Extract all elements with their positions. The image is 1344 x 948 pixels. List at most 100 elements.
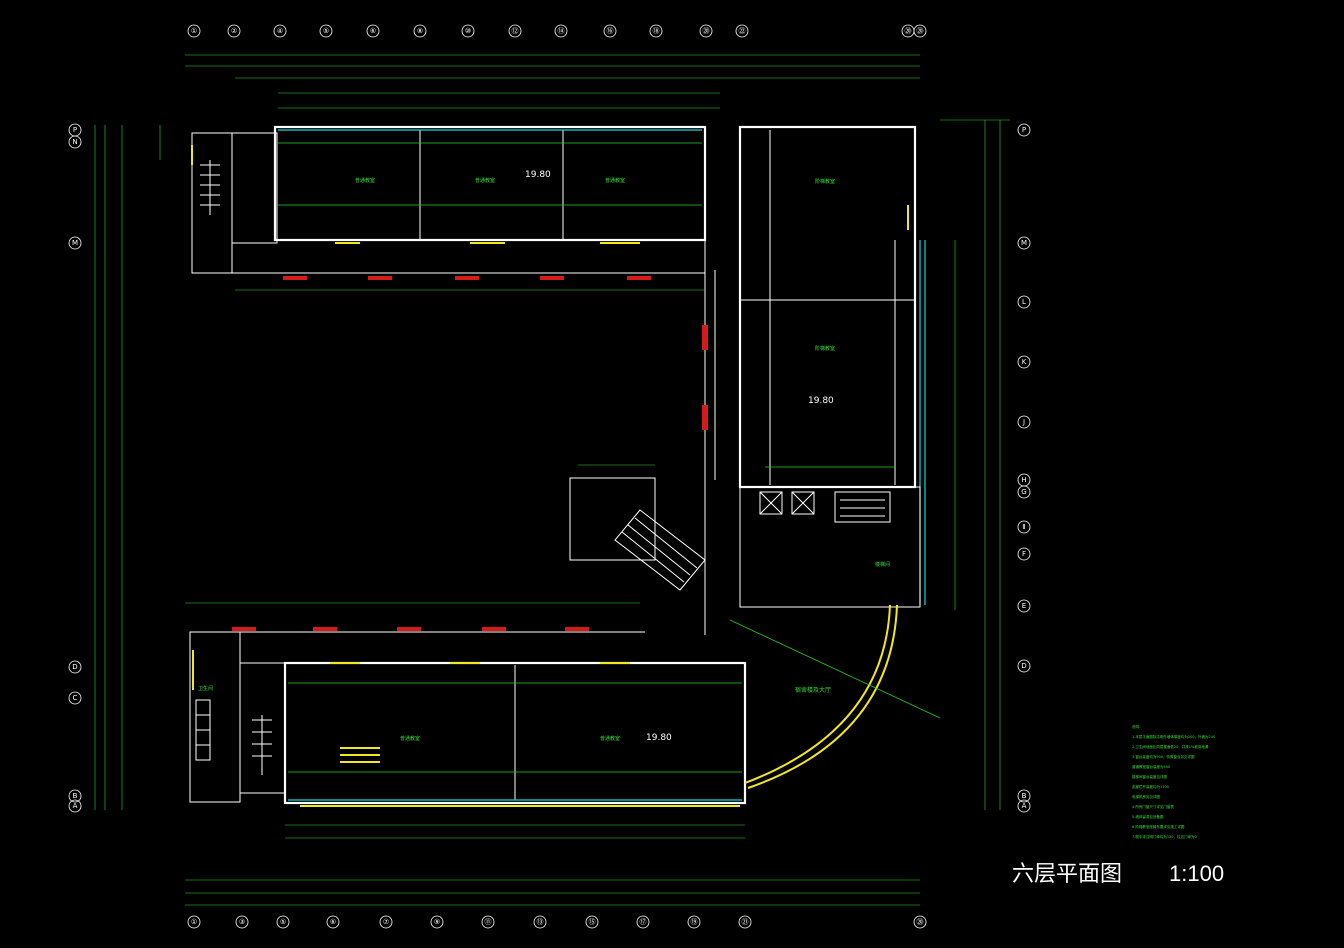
top-grid-bubble: ①: [187, 24, 201, 38]
north-corridor-equipment: [235, 276, 705, 291]
south-wing: 卫生间 普通教室 普通教室 19.80: [189, 631, 747, 807]
top-grid-bubble: ⑤: [319, 24, 333, 38]
note-line: 2.卫生间地面比同层楼面低20，并按1%坡向地漏: [1132, 745, 1209, 749]
bottom-grid-label: ⑪: [485, 918, 492, 926]
south-corridor: [185, 602, 645, 633]
note-line: 说明：: [1132, 725, 1143, 729]
south-stair: [252, 715, 272, 775]
left-grid-label: B: [73, 792, 78, 800]
top-grid-label: ⑯: [607, 27, 614, 35]
service-core: 楼梯间: [739, 486, 921, 608]
lobby-curve: 宿舍楼及大厅: [729, 604, 941, 789]
north-wing: 普通教室 普通教室 普通教室 19.80: [191, 125, 707, 274]
left-grid-label: N: [72, 138, 77, 146]
top-grid-label: ⑳: [703, 27, 710, 35]
bottom-grid-label: ㉑: [742, 918, 749, 926]
bottom-dimension-lines: [185, 824, 920, 906]
left-grid-bubble: C: [68, 691, 82, 705]
right-grid-label: F: [1022, 550, 1026, 558]
left-grid-bubble: P: [68, 123, 82, 137]
level-east: 19.80: [808, 396, 834, 406]
left-grid-label: C: [73, 694, 78, 702]
bottom-grid-bubble: ⑦: [379, 915, 393, 929]
top-grid-label: ①: [191, 27, 197, 35]
left-grid-label: D: [72, 663, 77, 671]
bottom-grid-bubble: ⑲: [687, 915, 701, 929]
top-grid-bubble: ⑱: [649, 24, 663, 38]
right-grid-label: D: [1021, 662, 1026, 670]
bottom-grid-bubble: ⑥: [326, 915, 340, 929]
right-grid-label: E: [1022, 602, 1026, 610]
note-line: 5.墙体留洞见设备图: [1132, 815, 1164, 819]
right-grid-bubble: F: [1017, 547, 1031, 561]
note-line: 普通教室窗台高度为900: [1132, 765, 1171, 769]
bottom-grid-bubble: ③: [235, 915, 249, 929]
note-line: 1.本层平面图除注明外墙体厚度均为200，外墙为240: [1132, 735, 1216, 739]
level-south: 19.80: [646, 733, 672, 743]
right-grid-bubble: G: [1017, 485, 1031, 499]
left-grid-bubble: M: [68, 236, 82, 250]
top-grid-label: ②: [231, 27, 237, 35]
top-grid-label: ⑱: [653, 27, 660, 35]
top-grid-bubble: ②: [227, 24, 241, 38]
bottom-grid-label: ⑦: [383, 918, 389, 926]
bottom-grid-label: ⑮: [589, 918, 596, 926]
east-wing: 阶梯教室 阶梯教室 19.80: [738, 125, 926, 605]
room-label-toilet: 卫生间: [198, 685, 213, 692]
bottom-grid-bubble: ⑮: [585, 915, 599, 929]
bottom-grid-label: ⑨: [434, 918, 440, 926]
note-line: 走廊栏杆高度均为1100: [1132, 785, 1169, 789]
bottom-grid-label: ⑥: [330, 918, 336, 926]
bottom-grid-label: ⑰: [640, 918, 647, 926]
right-grid-label: B: [1022, 792, 1027, 800]
right-grid-bubble: K: [1017, 355, 1031, 369]
north-stair: [200, 160, 220, 215]
right-grid-bubble: D: [1017, 659, 1031, 673]
room-label-east-1: 阶梯教室: [815, 178, 835, 185]
top-grid-bubble: ④: [273, 24, 287, 38]
right-grid-bubble: Ⅱ: [1017, 520, 1031, 534]
note-line: 4.所有门窗尺寸详见门窗表: [1132, 805, 1174, 809]
right-grid-label: M: [1021, 239, 1027, 247]
left-grid-label: P: [73, 126, 77, 134]
top-grid-bubble: ⑫: [508, 24, 522, 38]
general-notes: 说明： 1.本层平面图除注明外墙体厚度均为200，外墙为240 2.卫生间地面比同层…: [1132, 722, 1242, 842]
bottom-grid-label: ①: [191, 918, 197, 926]
room-label-stair: 楼梯间: [875, 561, 890, 568]
left-grid-bubble: D: [68, 660, 82, 674]
east-corridor: [702, 127, 716, 635]
note-line: 3.窗台高度均为900，特殊窗台另见详图: [1132, 755, 1195, 759]
right-dimension-lines: [940, 119, 1010, 810]
note-line: 6.阶梯教室座椅布置详见施工详图: [1132, 825, 1185, 829]
bottom-grid-label: ③: [239, 918, 245, 926]
right-grid-label: J: [1022, 418, 1025, 426]
top-grid-label: ⑳: [917, 27, 924, 35]
top-grid-bubble: ⑭: [554, 24, 568, 38]
drawing-title-block: 六层平面图 1:100: [1012, 856, 1224, 888]
top-grid-label: ⑩: [465, 27, 471, 35]
room-label-east-2: 阶梯教室: [815, 345, 835, 352]
note-line: 楼梯间窗台高度见详图: [1132, 775, 1167, 779]
left-grid-label: A: [73, 802, 78, 810]
right-grid-bubble: P: [1017, 123, 1031, 137]
right-grid-bubble: J: [1017, 415, 1031, 429]
top-grid-bubble: ⑧: [413, 24, 427, 38]
bottom-grid-bubble: ⑤: [276, 915, 290, 929]
drawing-scale: 1:100: [1169, 861, 1225, 886]
bottom-grid-bubble: ㉑: [738, 915, 752, 929]
right-grid-label: H: [1021, 476, 1026, 484]
top-grid-label: ⑥: [370, 27, 376, 35]
top-grid-bubble: ⑥: [366, 24, 380, 38]
bottom-grid-bubble: ⑰: [636, 915, 650, 929]
top-grid-label: ㉒: [739, 27, 746, 35]
right-grid-bubble: E: [1017, 599, 1031, 613]
top-grid-label: ⑭: [558, 27, 565, 35]
bottom-grid-bubble: ⑬: [533, 915, 547, 929]
left-grid-label: M: [72, 239, 78, 247]
bottom-grid-label: ⑬: [537, 918, 544, 926]
left-grid-bubble: B: [68, 789, 82, 803]
